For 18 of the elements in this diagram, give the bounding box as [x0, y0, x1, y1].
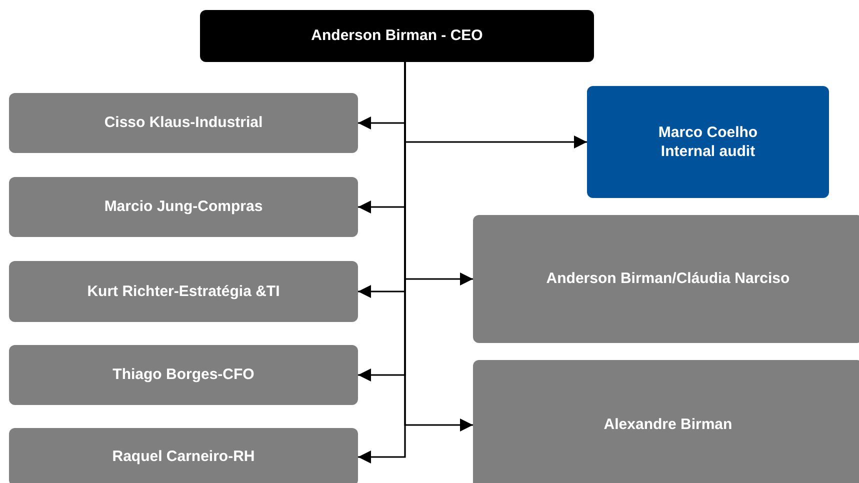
box-label: Marcio Jung-Compras — [104, 197, 263, 217]
department-box — [9, 177, 358, 237]
audit-box — [587, 86, 829, 198]
box-label: Kurt Richter-Estratégia &TI — [87, 282, 280, 302]
box-label: Anderson Birman/Cláudia Narciso — [546, 269, 790, 289]
department-box — [9, 428, 358, 483]
department-box — [9, 261, 358, 322]
box-label: Raquel Carneiro-RH — [112, 447, 255, 467]
business-unit-box — [473, 360, 859, 483]
department-box — [9, 93, 358, 153]
box-label: Anderson Birman - CEO — [311, 26, 483, 46]
department-box — [9, 345, 358, 405]
ceo-box — [200, 10, 594, 62]
box-label: Alexandre Birman — [604, 415, 732, 435]
business-unit-box — [473, 215, 859, 343]
box-label: Marco Coelho Internal audit — [657, 122, 759, 162]
box-label: Cisso Klaus-Industrial — [104, 113, 263, 133]
box-label: Thiago Borges-CFO — [112, 365, 254, 385]
